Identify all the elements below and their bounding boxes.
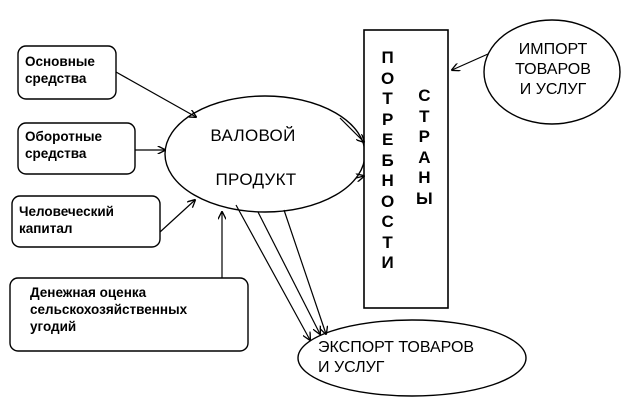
label-exports: ЭКСПОРТ ТОВАРОВ И УСЛУГ xyxy=(318,339,475,376)
needs-letter: Т xyxy=(382,89,393,108)
arrow-fixed-assets xyxy=(115,71,196,117)
needs-letter: Е xyxy=(381,130,394,149)
box-working-capital xyxy=(17,122,136,175)
needs-letter: А xyxy=(418,147,431,167)
arrow-human-capital xyxy=(159,200,195,233)
arrow-product-to-needs-2 xyxy=(356,176,364,178)
ellipse-gross-product xyxy=(164,95,366,213)
label-imports: ИМПОРТ ТОВАРОВ И УСЛУГ xyxy=(515,41,591,98)
needs-letter: Б xyxy=(381,150,394,170)
box-country-needs xyxy=(363,29,449,309)
needs-letter: И xyxy=(381,253,394,272)
needs-letter: С xyxy=(418,86,431,105)
needs-letter: Р xyxy=(418,127,430,146)
label-land-valuation: Денежная оценка сельскохозяйственных уго… xyxy=(30,285,188,334)
needs-letter: П xyxy=(381,48,394,67)
arrow-product-to-exports-1 xyxy=(257,211,320,334)
arrow-product-to-exports-2 xyxy=(283,209,326,334)
needs-letter: О xyxy=(381,191,395,211)
needs-letter: Н xyxy=(381,171,394,190)
ellipse-exports xyxy=(297,319,527,397)
gross-product-line1: ВАЛОВОЙ xyxy=(210,126,296,145)
needs-letter: Т xyxy=(419,106,430,126)
label-working-capital: Оборотные средства xyxy=(25,129,103,161)
needs-letter: Т xyxy=(382,232,393,252)
ellipse-imports xyxy=(483,19,621,125)
gross-product-line2: ПРОДУКТ xyxy=(215,170,297,189)
needs-letter: Ы xyxy=(416,188,433,208)
needs-letter: О xyxy=(381,68,395,88)
box-human-capital xyxy=(11,195,161,248)
label-fixed-assets: Основные средства xyxy=(25,54,95,86)
arrow-product-to-exports-3 xyxy=(235,204,310,340)
arrow-imports-to-needs xyxy=(452,53,489,70)
needs-letter: Р xyxy=(381,109,394,129)
arrow-product-to-needs-1 xyxy=(339,117,364,142)
label-human-capital: Человеческий капитал xyxy=(19,204,114,236)
needs-letter: Н xyxy=(418,168,431,187)
needs-letter: С xyxy=(381,212,394,231)
box-land-valuation xyxy=(9,277,249,352)
